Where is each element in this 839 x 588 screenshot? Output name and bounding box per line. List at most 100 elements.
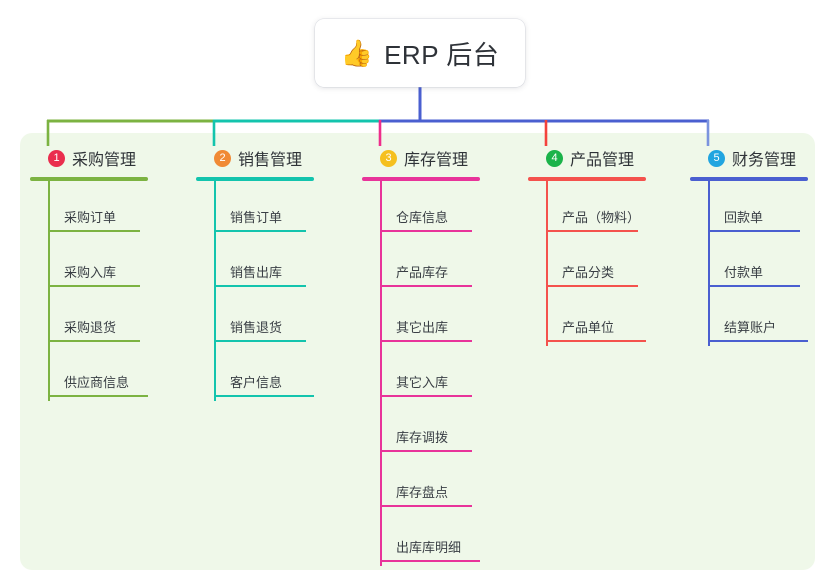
- branch-item[interactable]: 库存调拨: [362, 401, 480, 456]
- branch-column-4: 4 产品管理产品（物料） 产品分类产品单位: [528, 145, 646, 346]
- branch-item-rule: [708, 230, 800, 232]
- branch-item-label: 销售退货: [230, 320, 283, 335]
- branch-item-label: 产品单位: [562, 320, 615, 335]
- branch-item-label: 出库库明细: [396, 540, 462, 555]
- branch-title: 采购管理: [72, 152, 137, 169]
- branch-column-1: 1 采购管理采购订单采购入库采购退货供应商信息: [30, 145, 148, 401]
- branch-spine: [708, 181, 710, 346]
- branch-items: 销售订单销售出库销售退货客户信息: [196, 181, 314, 401]
- branch-item-label: 产品分类: [562, 265, 615, 280]
- branch-item-label: 供应商信息: [64, 375, 130, 390]
- branch-item[interactable]: 库存盘点: [362, 456, 480, 511]
- branch-header-3[interactable]: 3 库存管理: [362, 145, 480, 171]
- branch-item[interactable]: 产品库存: [362, 236, 480, 291]
- branch-item[interactable]: 付款单: [690, 236, 808, 291]
- branch-number-badge: 1: [48, 149, 65, 167]
- branch-item-rule: [214, 395, 314, 397]
- branch-item-rule: [214, 230, 306, 232]
- branch-title: 销售管理: [238, 152, 303, 169]
- branch-header-rule: [196, 177, 314, 181]
- diagram-panel: [20, 133, 815, 570]
- branch-item-label: 产品库存: [396, 265, 449, 280]
- branch-item-label: 其它出库: [396, 320, 449, 335]
- branch-item[interactable]: 供应商信息: [30, 346, 148, 401]
- branch-items: 回款单付款单结算账户: [690, 181, 808, 346]
- branch-spine: [214, 181, 216, 401]
- branch-item-rule: [380, 230, 472, 232]
- branch-item[interactable]: 结算账户: [690, 291, 808, 346]
- branch-item-label: 销售订单: [230, 210, 283, 225]
- branch-item-rule: [708, 285, 800, 287]
- branch-item-label: 采购入库: [64, 265, 117, 280]
- branch-item[interactable]: 销售订单: [196, 181, 314, 236]
- branch-item[interactable]: 仓库信息: [362, 181, 480, 236]
- branch-item-rule: [380, 395, 472, 397]
- branch-item[interactable]: 客户信息: [196, 346, 314, 401]
- branch-item[interactable]: 销售退货: [196, 291, 314, 346]
- branch-spine: [380, 181, 382, 566]
- branch-items: 产品（物料） 产品分类产品单位: [528, 181, 646, 346]
- branch-item-label: 仓库信息: [396, 210, 449, 225]
- branch-item-rule: [214, 340, 306, 342]
- branch-item-label: 其它入库: [396, 375, 449, 390]
- branch-header-1[interactable]: 1 采购管理: [30, 145, 148, 171]
- branch-item-label: 库存调拨: [396, 430, 449, 445]
- branch-title: 财务管理: [732, 152, 797, 169]
- branch-item[interactable]: 采购入库: [30, 236, 148, 291]
- branch-spine: [546, 181, 548, 346]
- branch-item-label: 回款单: [724, 210, 764, 225]
- branch-item-rule: [214, 285, 306, 287]
- branch-item-rule: [380, 560, 480, 562]
- branch-item-label: 销售出库: [230, 265, 283, 280]
- branch-header-rule: [528, 177, 646, 181]
- branch-item[interactable]: 其它入库: [362, 346, 480, 401]
- root-node-label: ERP 后台: [384, 39, 500, 70]
- branch-item[interactable]: 产品分类: [528, 236, 646, 291]
- branch-item[interactable]: 出库库明细: [362, 511, 480, 566]
- branch-column-3: 3 库存管理仓库信息产品库存其它出库其它入库库存调拨库存盘点出库库明细: [362, 145, 480, 566]
- branch-title: 产品管理: [570, 152, 635, 169]
- branch-column-2: 2 销售管理销售订单销售出库销售退货客户信息: [196, 145, 314, 401]
- branch-items: 采购订单采购入库采购退货供应商信息: [30, 181, 148, 401]
- branch-item-rule: [380, 505, 472, 507]
- branch-number-badge: 2: [214, 149, 231, 167]
- branch-item[interactable]: 采购退货: [30, 291, 148, 346]
- branch-item-rule: [380, 450, 472, 452]
- branch-item[interactable]: 产品（物料）: [528, 181, 646, 236]
- branch-item-rule: [48, 340, 140, 342]
- branch-item-rule: [708, 340, 808, 342]
- branch-item-label: 客户信息: [230, 375, 283, 390]
- branch-item-rule: [48, 395, 148, 397]
- branch-item[interactable]: 回款单: [690, 181, 808, 236]
- branch-item-rule: [546, 285, 638, 287]
- branch-item-rule: [380, 340, 472, 342]
- branch-header-2[interactable]: 2 销售管理: [196, 145, 314, 171]
- branch-item[interactable]: 产品单位: [528, 291, 646, 346]
- branch-number-badge: 4: [546, 149, 563, 167]
- branch-item-label: 库存盘点: [396, 485, 449, 500]
- branch-item-label: 产品（物料）: [562, 210, 641, 225]
- branch-title: 库存管理: [404, 152, 469, 169]
- branch-header-rule: [30, 177, 148, 181]
- branch-item-rule: [380, 285, 472, 287]
- branch-item-label: 采购退货: [64, 320, 117, 335]
- branch-item-label: 付款单: [724, 265, 764, 280]
- branch-number-badge: 3: [380, 149, 397, 167]
- branch-item-label: 结算账户: [724, 320, 777, 335]
- root-node[interactable]: 👍 ERP 后台: [315, 19, 525, 87]
- branch-items: 仓库信息产品库存其它出库其它入库库存调拨库存盘点出库库明细: [362, 181, 480, 566]
- branch-header-rule: [362, 177, 480, 181]
- root-node-content: 👍 ERP 后台: [341, 35, 500, 72]
- branch-header-rule: [690, 177, 808, 181]
- branch-header-4[interactable]: 4 产品管理: [528, 145, 646, 171]
- branch-item-rule: [48, 285, 140, 287]
- branch-item-rule: [48, 230, 140, 232]
- branch-item[interactable]: 销售出库: [196, 236, 314, 291]
- branch-item-rule: [546, 230, 638, 232]
- branch-item[interactable]: 其它出库: [362, 291, 480, 346]
- branch-item-label: 采购订单: [64, 210, 117, 225]
- branch-item[interactable]: 采购订单: [30, 181, 148, 236]
